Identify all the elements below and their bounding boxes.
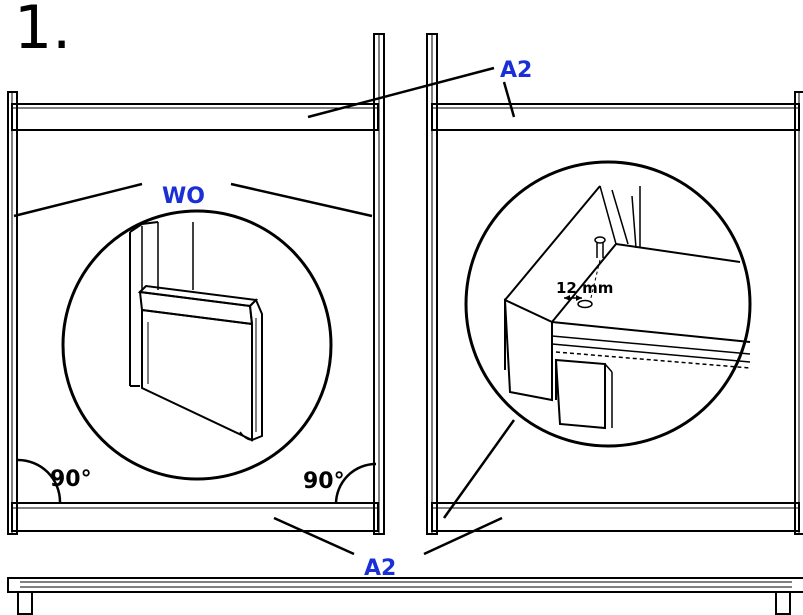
measurement-detail-circle: [464, 160, 752, 448]
part-bottom-leader-left: [273, 516, 355, 556]
angle-label-right: 90°: [303, 469, 345, 494]
dimension-arrow: [564, 295, 582, 301]
left-frame-top-rail: [11, 103, 379, 131]
part-top-leader-right: [502, 81, 516, 118]
right-frame-top-rail: [431, 103, 800, 131]
fitting-leader-left: [13, 182, 143, 218]
part-top-leader-left: [307, 66, 495, 119]
fitting-label: WO: [162, 184, 205, 209]
angle-arc-right: [334, 462, 377, 505]
part-bottom-leader-right: [423, 516, 503, 556]
fitting-detail-circle: [61, 209, 333, 481]
right-frame-bottom-rail: [431, 502, 800, 532]
wo-fitting: [137, 284, 263, 442]
fitting-leader-right: [230, 182, 373, 218]
angle-label-left: 90°: [50, 467, 92, 492]
step-number: 1.: [14, 0, 72, 63]
screw-icon: [577, 236, 606, 309]
left-frame-bottom-rail: [11, 502, 379, 532]
bottom-plinth-rail: [7, 577, 803, 615]
part-label-bottom: A2: [364, 556, 396, 581]
part-label-top: A2: [500, 58, 532, 83]
detail-leader: [442, 419, 516, 519]
right-frame: [426, 33, 803, 535]
angle-arc-left: [17, 458, 62, 503]
plinth-right-foot: [775, 591, 791, 615]
plinth-left-foot: [17, 591, 33, 615]
measurement-label: 12 mm: [556, 279, 613, 297]
left-frame: [7, 33, 385, 535]
